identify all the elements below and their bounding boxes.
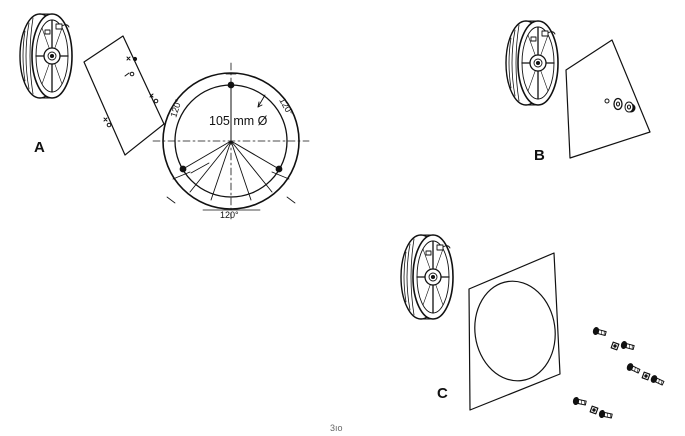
- mounting-hole-marks: [103, 56, 159, 128]
- speaker-icon: [19, 13, 73, 99]
- screw-icon: [592, 326, 636, 352]
- speaker-icon: [505, 20, 559, 106]
- panel-c: C: [400, 234, 666, 421]
- diameter-label: 105 mm Ø: [209, 114, 268, 128]
- nut-icon: [624, 101, 636, 113]
- speaker-icon: [400, 234, 454, 320]
- page-number: 3ıo: [330, 423, 343, 433]
- panel-a-label: A: [34, 139, 45, 156]
- panel-c-label: C: [437, 385, 448, 402]
- washer-icon: [604, 97, 623, 111]
- mounting-board-icon: [83, 35, 165, 156]
- bolt-icon: [625, 362, 666, 387]
- angle-bottom-label: 120°: [220, 210, 239, 220]
- screw-icon: [572, 396, 614, 421]
- panel-a: A 105 mm Ø 120° 120° 120°: [19, 13, 310, 220]
- cutout-circle: [474, 280, 556, 382]
- mounting-board-icon: [468, 252, 561, 411]
- panel-b-label: B: [534, 147, 545, 164]
- mounting-template: [152, 62, 310, 220]
- panel-b: B: [505, 20, 651, 164]
